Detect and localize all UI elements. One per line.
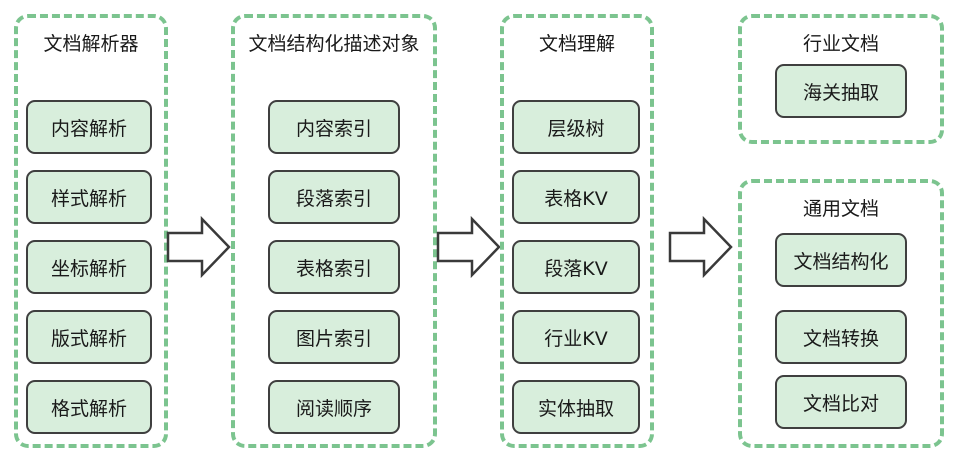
node-industry-kv: 行业KV xyxy=(512,310,640,364)
panel-structured-objects: 文档结构化描述对象 内容索引 段落索引 表格索引 图片索引 阅读顺序 xyxy=(231,14,437,448)
node-image-index: 图片索引 xyxy=(268,310,400,364)
panel-title: 文档解析器 xyxy=(43,33,139,55)
panel-title: 文档理解 xyxy=(538,33,615,55)
panel-general-documents: 通用文档 文档结构化 文档转换 文档比对 xyxy=(738,179,944,448)
panel-title: 文档结构化描述对象 xyxy=(248,33,420,55)
node-entity-extraction: 实体抽取 xyxy=(512,380,640,434)
panel-title: 行业文档 xyxy=(802,33,879,55)
node-content-index: 内容索引 xyxy=(268,100,400,154)
node-table-kv: 表格KV xyxy=(512,170,640,224)
node-layout-parsing: 版式解析 xyxy=(26,310,152,364)
panel-title: 通用文档 xyxy=(802,198,879,220)
node-format-parsing: 格式解析 xyxy=(26,380,152,434)
node-style-parsing: 样式解析 xyxy=(26,170,152,224)
node-table-index: 表格索引 xyxy=(268,240,400,294)
flow-arrow-icon xyxy=(436,216,501,278)
node-document-structuring: 文档结构化 xyxy=(775,233,907,287)
node-paragraph-index: 段落索引 xyxy=(268,170,400,224)
node-document-comparison: 文档比对 xyxy=(775,375,907,429)
panel-document-parser: 文档解析器 内容解析 样式解析 坐标解析 版式解析 格式解析 xyxy=(14,14,168,448)
node-paragraph-kv: 段落KV xyxy=(512,240,640,294)
flow-arrow-icon xyxy=(668,216,733,278)
node-coordinate-parsing: 坐标解析 xyxy=(26,240,152,294)
panel-industry-documents: 行业文档 海关抽取 xyxy=(738,14,944,144)
flow-arrow-icon xyxy=(166,216,231,278)
node-document-conversion: 文档转换 xyxy=(775,310,907,364)
panel-document-understanding: 文档理解 层级树 表格KV 段落KV 行业KV 实体抽取 xyxy=(500,14,654,448)
node-content-parsing: 内容解析 xyxy=(26,100,152,154)
node-customs-extraction: 海关抽取 xyxy=(775,64,907,118)
node-hierarchy-tree: 层级树 xyxy=(512,100,640,154)
node-reading-order: 阅读顺序 xyxy=(268,380,400,434)
